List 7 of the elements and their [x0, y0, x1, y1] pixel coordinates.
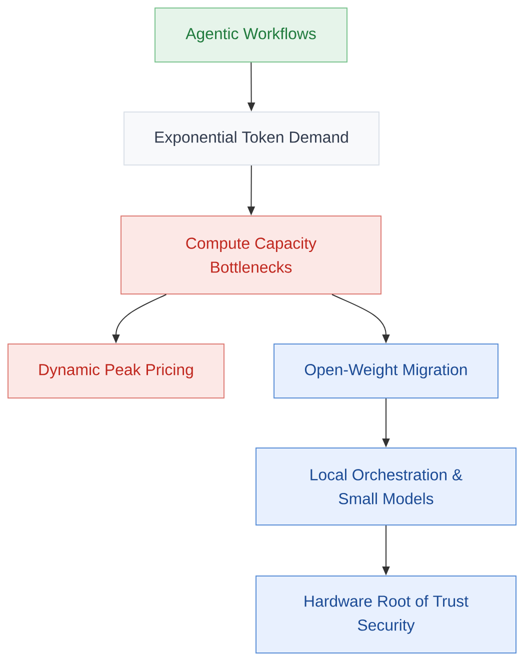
process-box: Open-Weight Migration	[274, 344, 498, 398]
process-box: Exponential Token Demand	[124, 112, 380, 166]
process-box: Compute Capacity Bottlenecks	[120, 216, 382, 294]
process-box: Agentic Workflows	[154, 8, 348, 62]
process-box: Dynamic Peak Pricing	[8, 344, 224, 398]
process-box: Hardware Root of Trust Security	[256, 576, 516, 654]
process-box: Local Orchestration & Small Models	[256, 448, 516, 526]
